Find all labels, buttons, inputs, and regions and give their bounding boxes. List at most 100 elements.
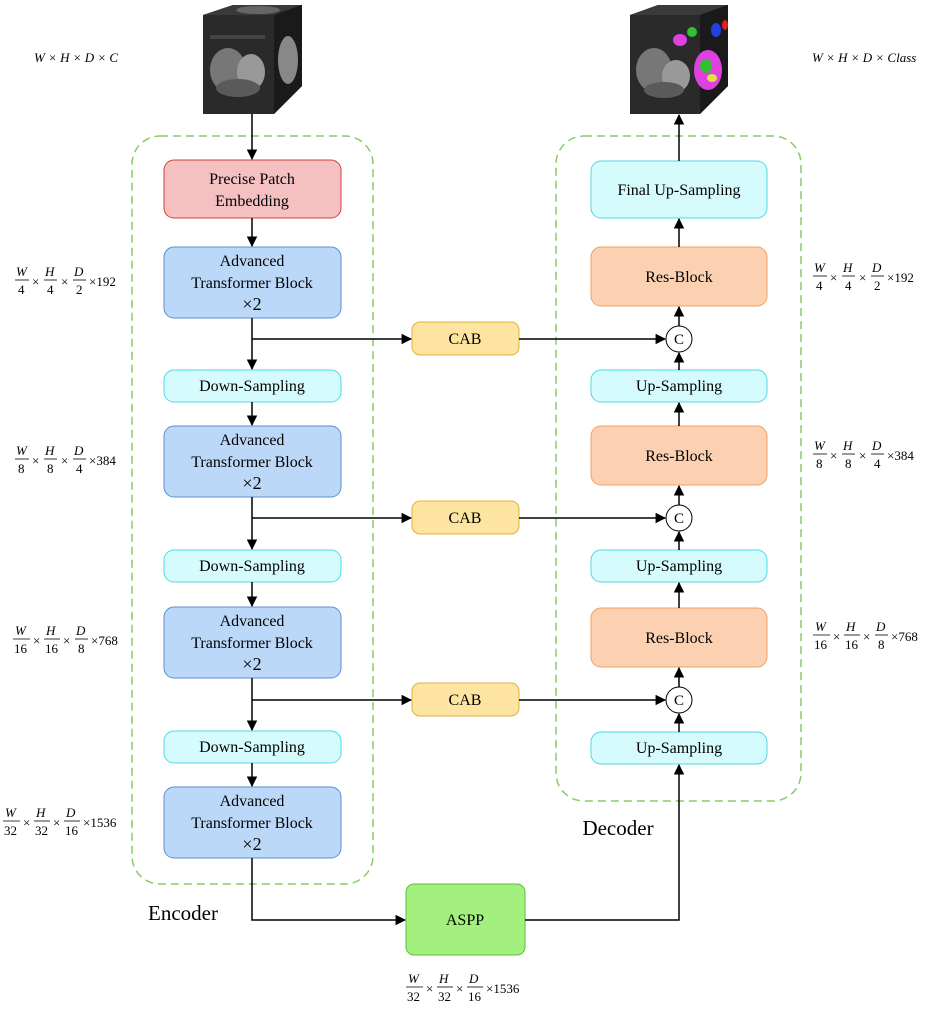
svg-text:W: W xyxy=(815,619,827,634)
decoder-label: Decoder xyxy=(582,816,653,840)
svg-text:8: 8 xyxy=(845,456,852,471)
svg-text:Up-Sampling: Up-Sampling xyxy=(636,558,722,575)
svg-text:×384: ×384 xyxy=(887,448,914,463)
svg-text:W: W xyxy=(814,438,826,453)
svg-text:×: × xyxy=(426,981,433,996)
svg-text:4: 4 xyxy=(18,282,25,297)
svg-text:Precise Patch: Precise Patch xyxy=(209,171,295,188)
svg-text:16: 16 xyxy=(14,641,28,656)
svg-text:×2: ×2 xyxy=(242,834,261,854)
svg-text:×768: ×768 xyxy=(91,633,118,648)
svg-text:×: × xyxy=(863,629,870,644)
svg-text:Down-Sampling: Down-Sampling xyxy=(199,739,305,756)
svg-text:Transformer Block: Transformer Block xyxy=(191,635,313,652)
svg-text:×: × xyxy=(859,270,866,285)
svg-text:CAB: CAB xyxy=(449,510,482,527)
svg-text:×: × xyxy=(830,448,837,463)
svg-text:8: 8 xyxy=(878,637,885,652)
encoder-label: Encoder xyxy=(148,901,218,925)
svg-text:8: 8 xyxy=(18,461,25,476)
svg-text:32: 32 xyxy=(407,989,420,1004)
svg-text:Advanced: Advanced xyxy=(220,613,285,630)
svg-text:8: 8 xyxy=(78,641,85,656)
input-volume-icon xyxy=(203,5,302,114)
svg-text:H: H xyxy=(35,805,46,820)
patch-embedding-block: Precise Patch Embedding xyxy=(163,159,342,219)
svg-text:×2: ×2 xyxy=(242,654,261,674)
up-sampling-3: Up-Sampling xyxy=(590,731,768,765)
dims-encoder-stage3: W 16 × H 16 × D 8 ×768 xyxy=(13,623,118,656)
svg-text:Res-Block: Res-Block xyxy=(645,269,713,286)
svg-text:×: × xyxy=(53,815,60,830)
svg-text:Advanced: Advanced xyxy=(220,432,285,449)
transformer-block-2: Advanced Transformer Block ×2 xyxy=(163,425,342,498)
svg-text:4: 4 xyxy=(76,461,83,476)
svg-text:×: × xyxy=(33,633,40,648)
svg-text:D: D xyxy=(75,623,86,638)
svg-text:16: 16 xyxy=(45,641,59,656)
dims-decoder-stage3: W 16 × H 16 × D 8 ×768 xyxy=(813,619,918,652)
svg-text:CAB: CAB xyxy=(449,692,482,709)
cab-block-2: CAB xyxy=(411,500,520,535)
down-sampling-3: Down-Sampling xyxy=(163,730,342,764)
svg-text:×: × xyxy=(32,453,39,468)
svg-text:Transformer Block: Transformer Block xyxy=(191,815,313,832)
svg-text:D: D xyxy=(871,260,882,275)
res-block-1: Res-Block xyxy=(590,246,768,307)
svg-text:W: W xyxy=(15,623,27,638)
svg-text:4: 4 xyxy=(816,278,823,293)
svg-text:W: W xyxy=(5,805,17,820)
svg-text:H: H xyxy=(45,623,56,638)
svg-text:Down-Sampling: Down-Sampling xyxy=(199,558,305,575)
svg-text:×: × xyxy=(23,815,30,830)
svg-text:CAB: CAB xyxy=(449,331,482,348)
connections xyxy=(246,113,685,926)
dims-decoder-stage1: W 4 × H 4 × D 2 ×192 xyxy=(813,260,914,293)
svg-text:4: 4 xyxy=(874,456,881,471)
svg-text:Transformer Block: Transformer Block xyxy=(191,454,313,471)
svg-text:×1536: ×1536 xyxy=(486,981,520,996)
input-dims: W × H × D × C xyxy=(34,50,118,65)
svg-text:H: H xyxy=(842,438,853,453)
svg-text:H: H xyxy=(845,619,856,634)
svg-text:C: C xyxy=(674,511,684,527)
up-sampling-2: Up-Sampling xyxy=(590,549,768,583)
concat-2: C xyxy=(665,504,693,532)
res-block-2: Res-Block xyxy=(590,425,768,486)
svg-text:D: D xyxy=(875,619,886,634)
svg-text:×768: ×768 xyxy=(891,629,918,644)
concat-1: C xyxy=(665,325,693,353)
down-sampling-2: Down-Sampling xyxy=(163,549,342,583)
svg-text:32: 32 xyxy=(438,989,451,1004)
svg-text:8: 8 xyxy=(47,461,54,476)
svg-text:D: D xyxy=(468,971,479,986)
svg-text:16: 16 xyxy=(814,637,828,652)
svg-text:×192: ×192 xyxy=(89,274,116,289)
svg-text:Down-Sampling: Down-Sampling xyxy=(199,378,305,395)
svg-text:×: × xyxy=(833,629,840,644)
svg-text:2: 2 xyxy=(874,278,881,293)
svg-text:4: 4 xyxy=(845,278,852,293)
svg-text:D: D xyxy=(65,805,76,820)
svg-text:W: W xyxy=(16,264,28,279)
svg-text:32: 32 xyxy=(4,823,17,838)
svg-text:H: H xyxy=(438,971,449,986)
svg-text:Res-Block: Res-Block xyxy=(645,630,713,647)
svg-text:×: × xyxy=(61,453,68,468)
svg-text:16: 16 xyxy=(468,989,482,1004)
svg-text:C: C xyxy=(674,332,684,348)
output-volume-icon xyxy=(630,5,728,114)
svg-text:×: × xyxy=(859,448,866,463)
svg-text:×: × xyxy=(63,633,70,648)
cab-block-3: CAB xyxy=(411,682,520,717)
transformer-block-3: Advanced Transformer Block ×2 xyxy=(163,606,342,679)
svg-text:Transformer Block: Transformer Block xyxy=(191,275,313,292)
svg-text:×: × xyxy=(61,274,68,289)
svg-text:D: D xyxy=(871,438,882,453)
svg-text:×2: ×2 xyxy=(242,294,261,314)
svg-text:W: W xyxy=(814,260,826,275)
output-dims: W × H × D × Class xyxy=(812,50,916,65)
svg-text:H: H xyxy=(44,264,55,279)
svg-text:Advanced: Advanced xyxy=(220,253,285,270)
cab-block-1: CAB xyxy=(411,321,520,356)
